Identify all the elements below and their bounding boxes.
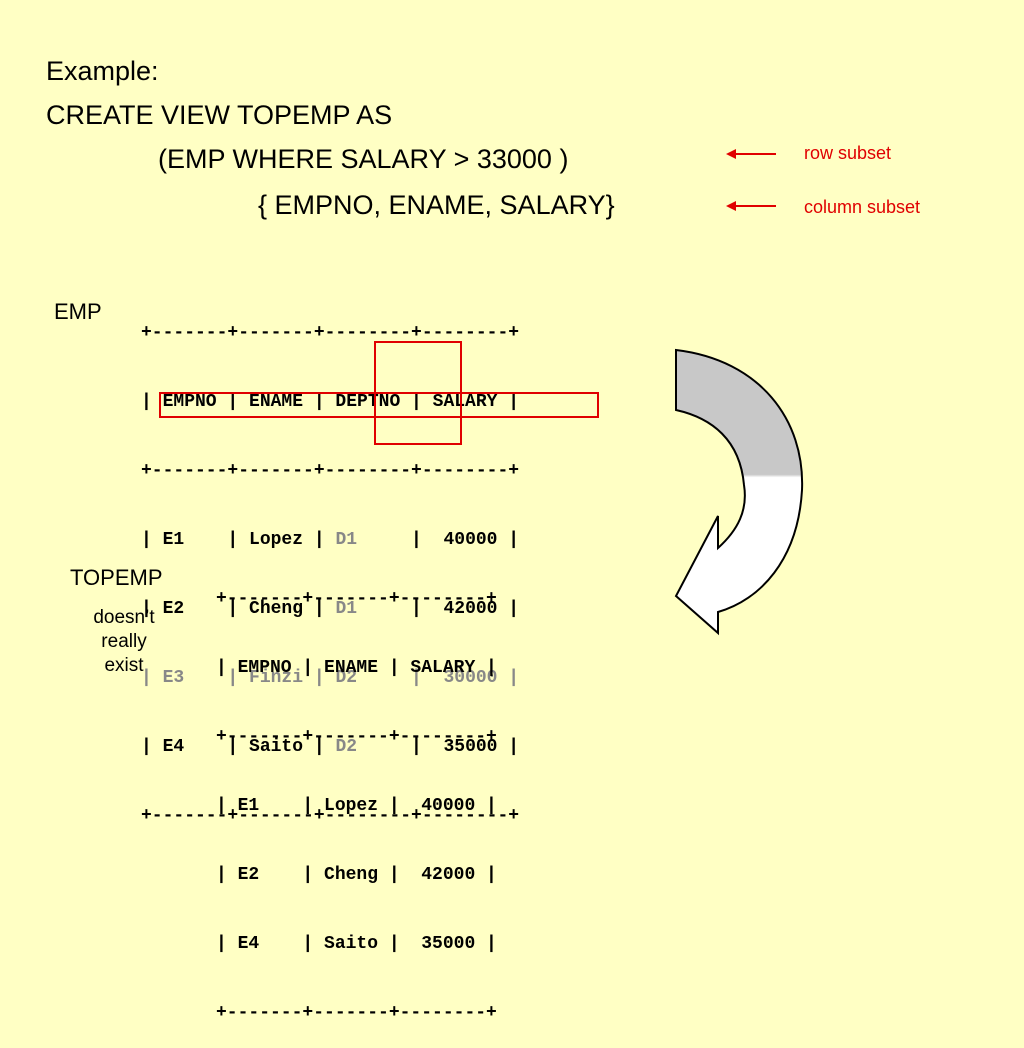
topemp-table: +-------+-------+--------+ | EMPNO | ENA… bbox=[216, 542, 497, 1048]
emp-header-row: | EMPNO | ENAME | DEPTNO | SALARY | bbox=[141, 392, 520, 412]
emp-label: EMP bbox=[54, 299, 102, 324]
table-row: | E1 | Lopez | D1 | 40000 | bbox=[141, 529, 519, 552]
topemp-header-row: | EMPNO | ENAME | SALARY | bbox=[216, 658, 497, 678]
row-cells: | 30000 | bbox=[357, 668, 520, 688]
topemp-border-top: +-------+-------+--------+ bbox=[216, 589, 497, 609]
table-row: | E2 | Cheng | D1 | 42000 | bbox=[141, 598, 519, 621]
emp-border-mid: +-------+-------+--------+--------+ bbox=[141, 461, 520, 481]
table-row: | E4 | Saito | 35000 | bbox=[216, 934, 497, 954]
dept-cell: D1 bbox=[335, 530, 358, 550]
projection-line: { EMPNO, ENAME, SALARY} bbox=[258, 190, 615, 220]
topemp-note: doesn’t really exist bbox=[93, 607, 155, 676]
dept-cell: D1 bbox=[335, 599, 358, 619]
row-cells: | E2 | Cheng | bbox=[141, 599, 336, 619]
row-subset-arrow-icon bbox=[726, 149, 776, 159]
topemp-border-bottom: +-------+-------+--------+ bbox=[216, 1003, 497, 1023]
row-subset-note: row subset bbox=[804, 143, 892, 163]
row-cells: | E4 | Saito | bbox=[141, 737, 336, 757]
topemp-border-mid: +-------+-------+--------+ bbox=[216, 727, 497, 747]
excluded-row-highlight bbox=[159, 392, 599, 418]
example-title: Example: bbox=[46, 56, 159, 86]
column-subset-arrow-icon bbox=[726, 201, 776, 211]
row-cells: | E3 | Finzi | bbox=[141, 668, 336, 688]
curved-arrow-icon bbox=[674, 348, 804, 636]
dept-cell: D2 bbox=[335, 737, 358, 757]
table-row-excluded: | E3 | Finzi | D2 | 30000 | bbox=[141, 667, 519, 690]
row-cells: | 40000 | bbox=[357, 530, 520, 550]
table-row: | E4 | Saito | D2 | 35000 | bbox=[141, 736, 519, 759]
table-row: | E1 | Lopez | 40000 | bbox=[216, 796, 497, 816]
dept-cell: D2 bbox=[335, 668, 358, 688]
column-subset-note: column subset bbox=[804, 197, 921, 217]
create-view-line: CREATE VIEW TOPEMP AS bbox=[46, 100, 393, 130]
row-cells: | E1 | Lopez | bbox=[141, 530, 336, 550]
row-cells: | 42000 | bbox=[357, 599, 520, 619]
where-clause-line: (EMP WHERE SALARY > 33000 ) bbox=[158, 144, 569, 174]
emp-border-top: +-------+-------+--------+--------+ bbox=[141, 323, 520, 343]
topemp-label: TOPEMP bbox=[70, 565, 163, 590]
table-row: | E2 | Cheng | 42000 | bbox=[216, 865, 497, 885]
row-cells: | 35000 | bbox=[357, 737, 520, 757]
